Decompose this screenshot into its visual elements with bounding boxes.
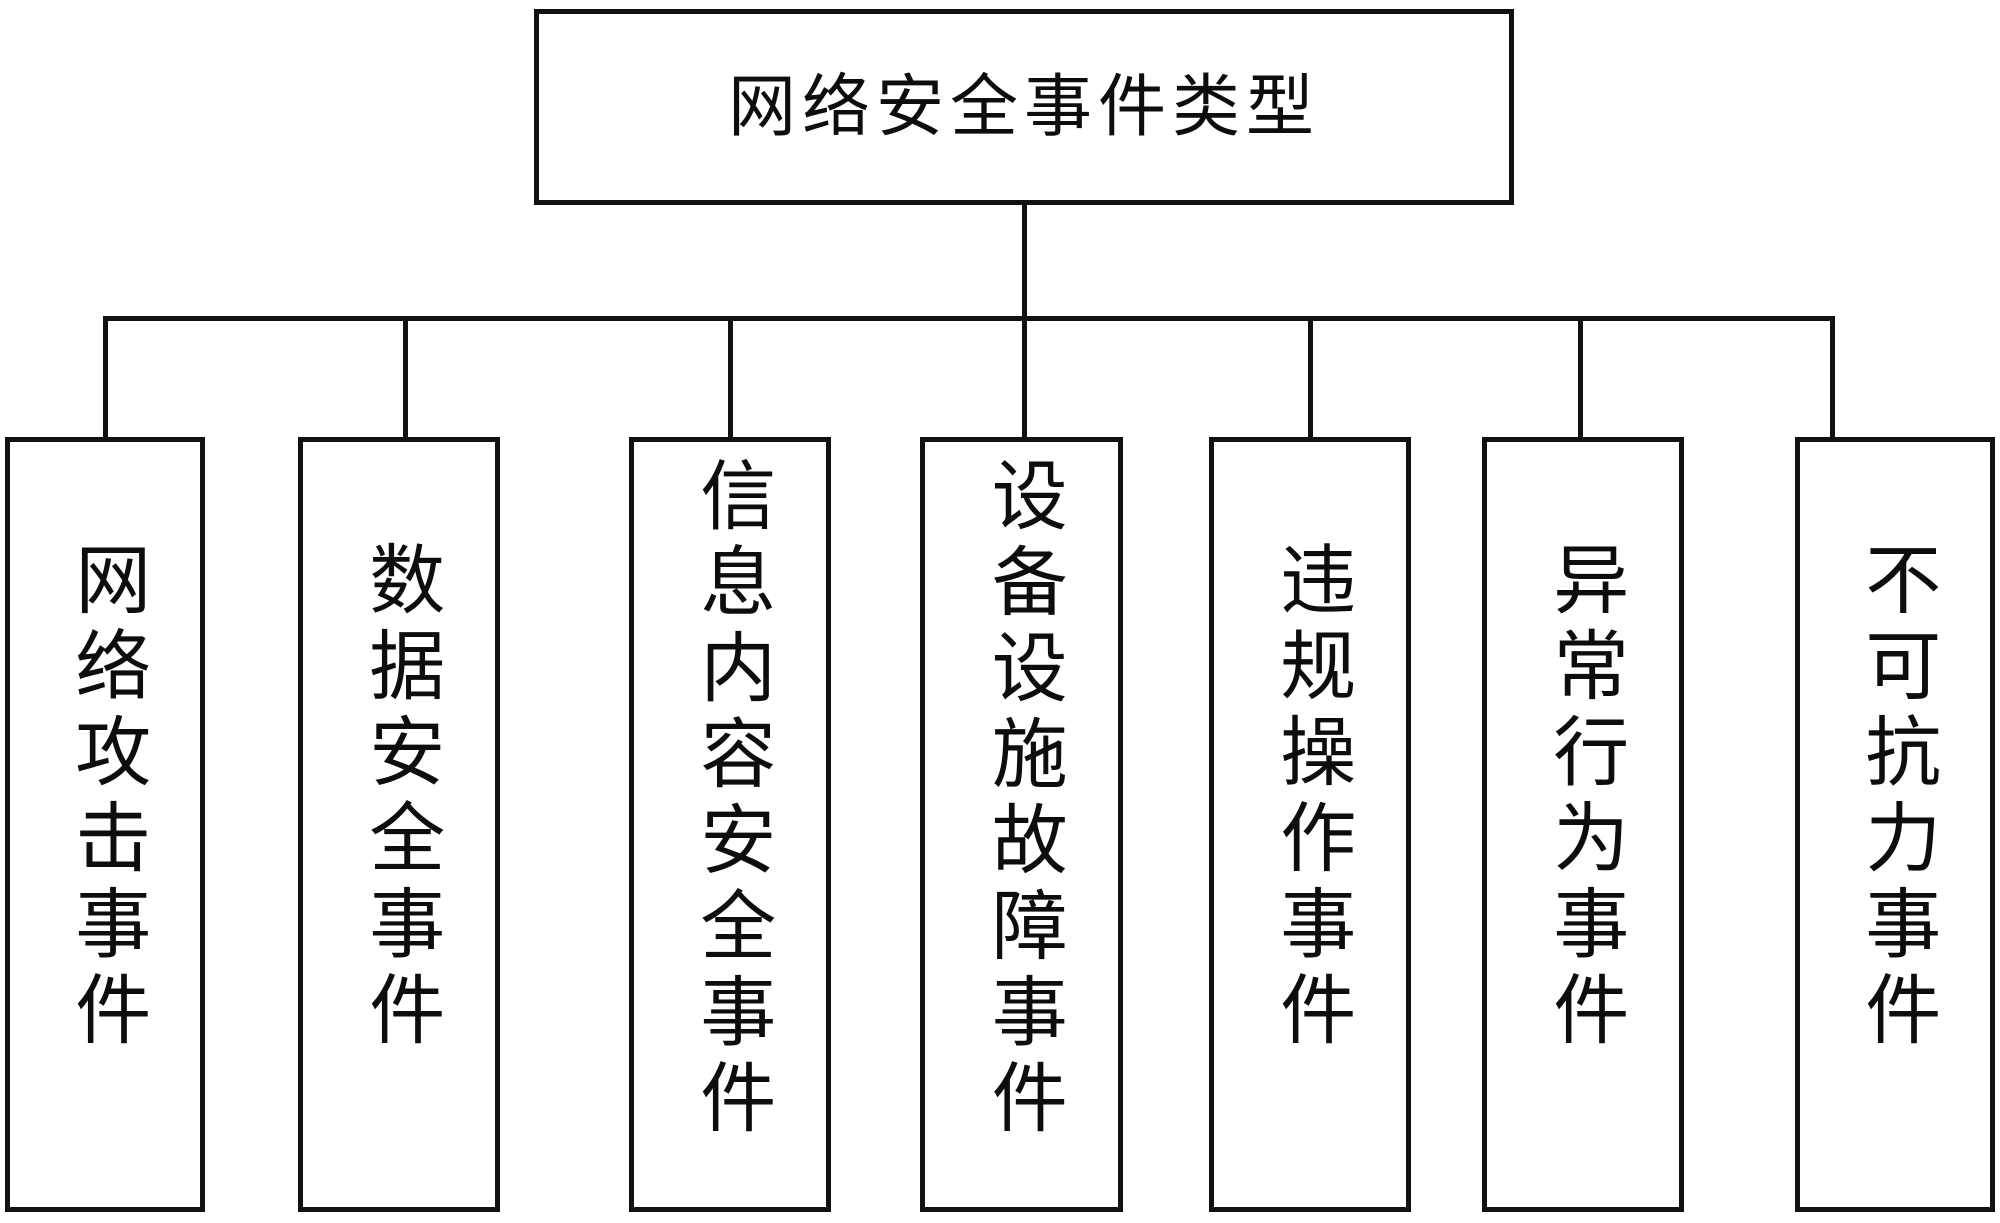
connector-drop-1 <box>103 316 108 441</box>
leaf-node-2: 数据安全事件 <box>298 437 500 1212</box>
connector-drop-7 <box>1830 316 1835 441</box>
connector-drop-5 <box>1308 316 1313 441</box>
leaf-node-1: 网络攻击事件 <box>5 437 205 1212</box>
leaf-node-4: 设备设施故障事件 <box>920 437 1123 1212</box>
root-node-label: 网络安全事件类型 <box>727 69 1320 145</box>
leaf-node-5-label: 违规操作事件 <box>1268 540 1353 1056</box>
leaf-node-3-label: 信息内容安全事件 <box>688 456 773 1144</box>
connector-drop-2 <box>403 316 408 441</box>
connector-root-stem <box>1022 205 1027 320</box>
leaf-node-6-label: 异常行为事件 <box>1541 540 1626 1056</box>
connector-drop-6 <box>1578 316 1583 441</box>
leaf-node-5: 违规操作事件 <box>1209 437 1411 1212</box>
leaf-node-3: 信息内容安全事件 <box>629 437 831 1212</box>
root-node: 网络安全事件类型 <box>534 9 1514 205</box>
connector-drop-4 <box>1022 316 1027 441</box>
leaf-node-6: 异常行为事件 <box>1482 437 1684 1212</box>
connector-horizontal-bus <box>103 316 1833 321</box>
leaf-node-1-label: 网络攻击事件 <box>63 540 148 1056</box>
leaf-node-7-label: 不可抗力事件 <box>1853 540 1938 1056</box>
leaf-node-2-label: 数据安全事件 <box>357 540 442 1056</box>
connector-drop-3 <box>728 316 733 441</box>
leaf-node-7: 不可抗力事件 <box>1795 437 1995 1212</box>
leaf-node-4-label: 设备设施故障事件 <box>979 456 1064 1144</box>
